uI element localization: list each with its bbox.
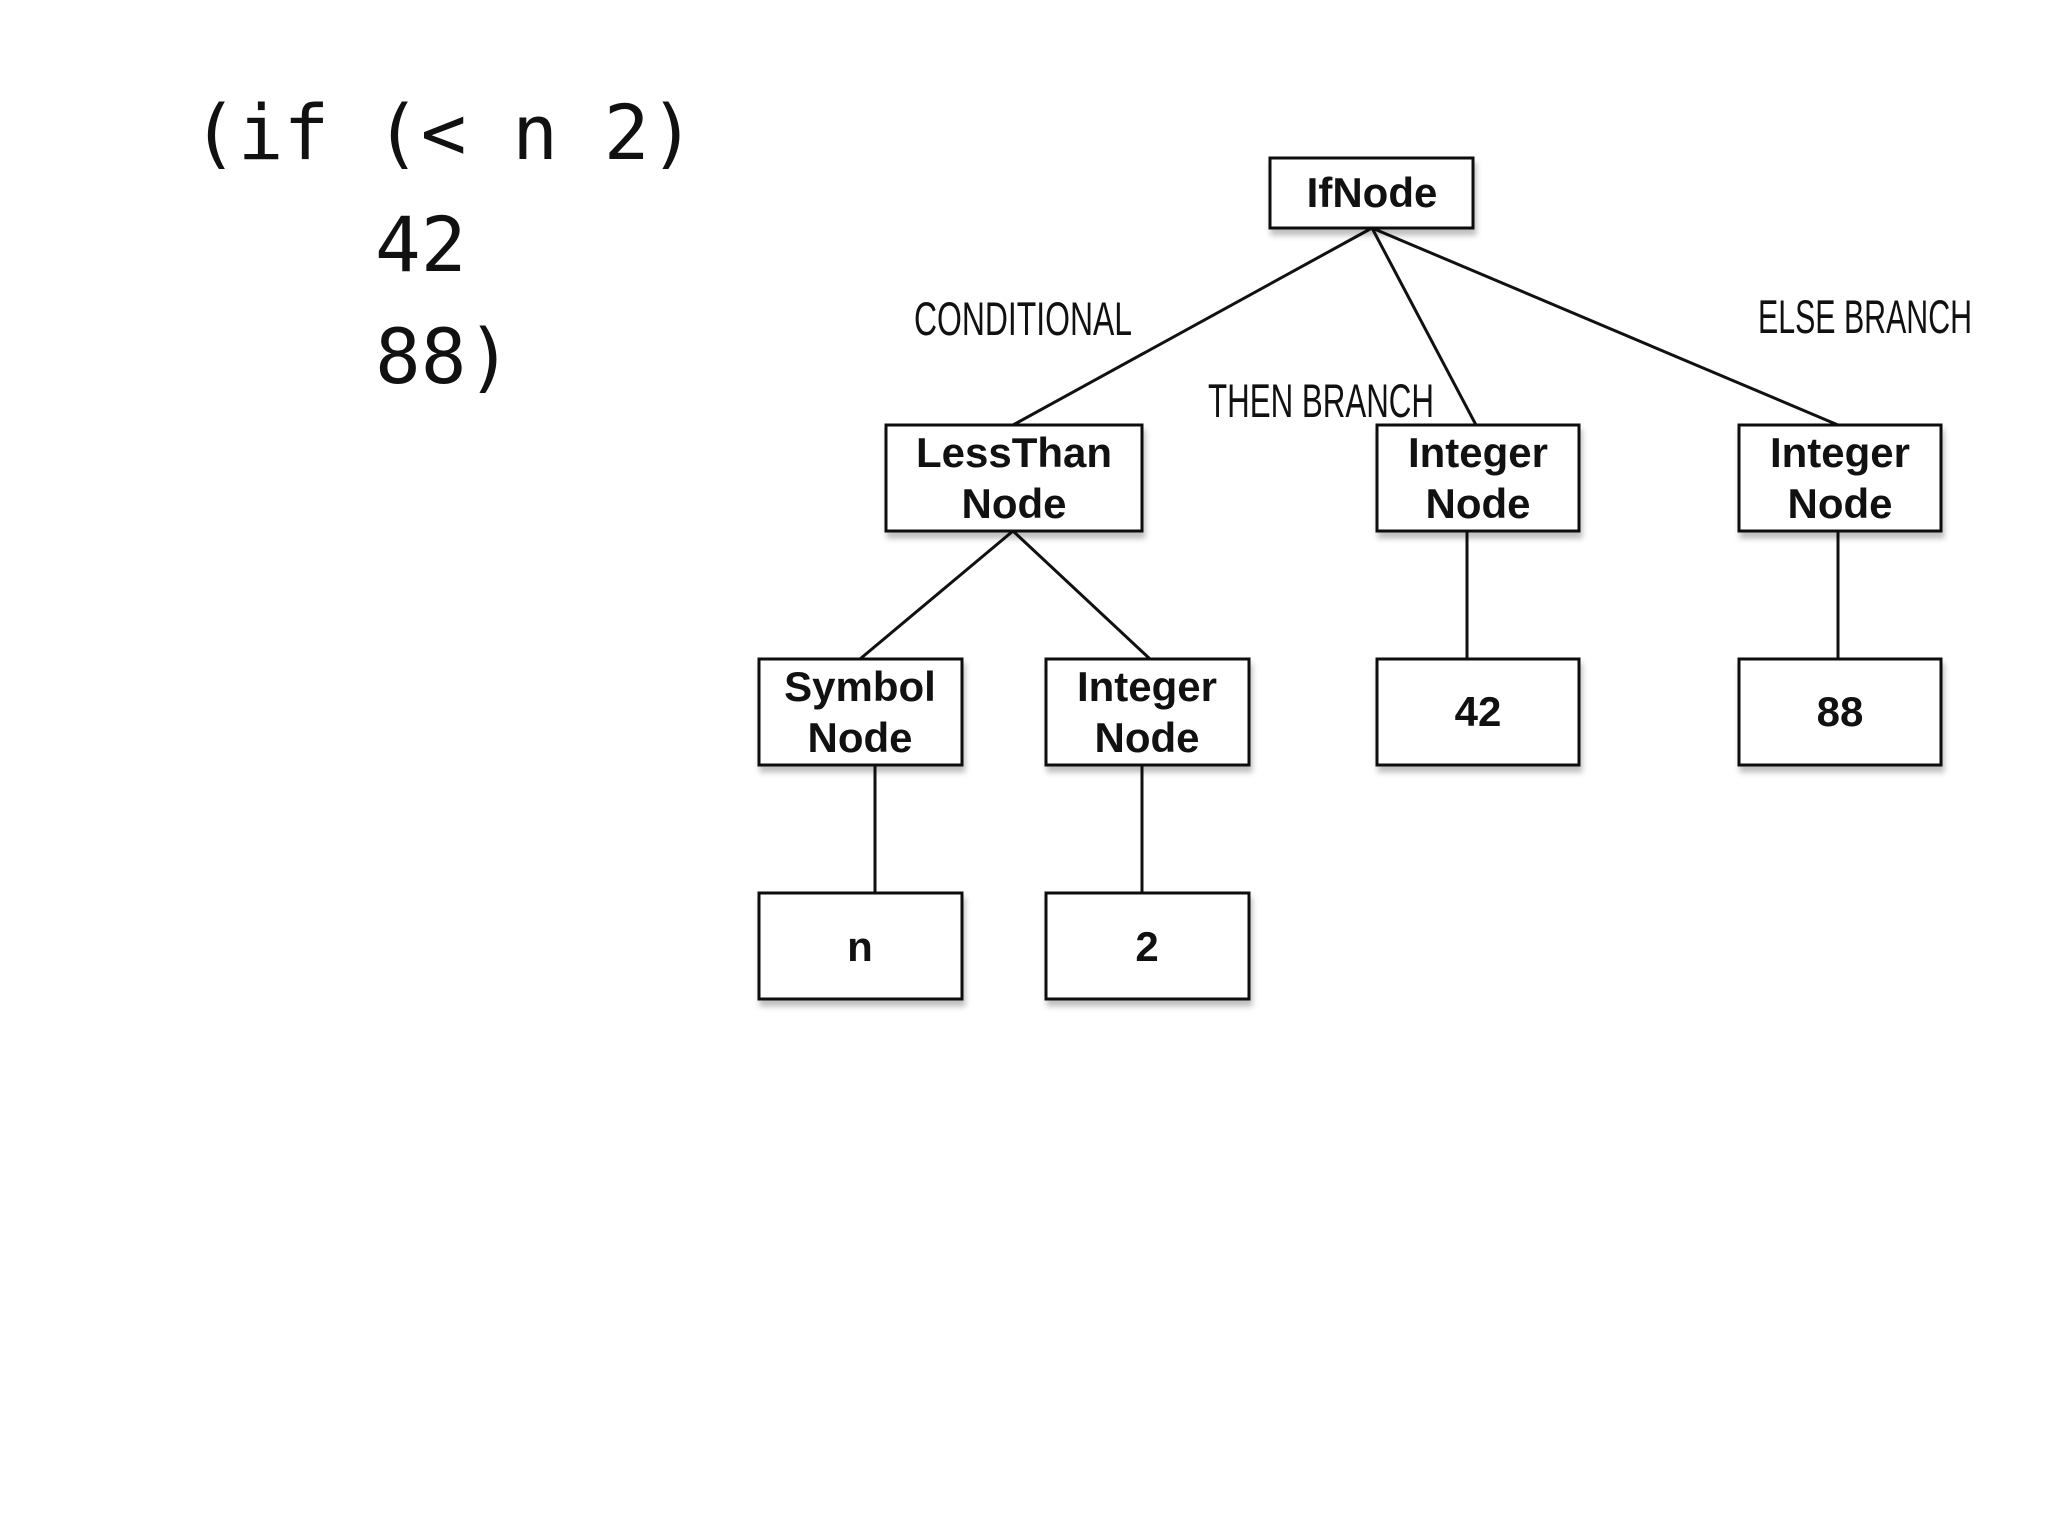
edge-lessthan-integer [1011,529,1152,661]
else-value-box [1737,657,1943,767]
if-node-label: IfNode [1307,169,1438,216]
edge-if-else [1371,226,1839,427]
symbol-node-box [757,657,964,767]
int-value-node: 2 [1044,891,1251,1001]
lessthan-node-label-2: Node [962,480,1067,527]
cond-integer-node-label-1: Integer [1077,663,1217,710]
symbol-value-node: n [757,891,964,1001]
code-line-3: 88) [192,312,513,401]
tree-edges [859,226,1840,893]
symbol-value-label: n [847,923,873,970]
else-integer-node-label-2: Node [1788,480,1893,527]
else-integer-node: Integer Node [1737,423,1943,533]
if-node-box [1268,156,1475,230]
symbol-node-label-2: Node [808,714,913,761]
code-line-2: 42 [192,200,467,289]
cond-integer-node: Integer Node [1044,657,1251,767]
else-integer-node-label-1: Integer [1770,429,1910,476]
lessthan-node: LessThan Node [884,423,1144,533]
code-line-1: (if (< n 2) [192,88,696,177]
else-value-node: 88 [1737,657,1943,767]
edge-lessthan-symbol [859,529,1014,661]
lessthan-node-box [884,423,1144,533]
then-integer-node: Integer Node [1375,423,1581,533]
edge-if-conditional [1012,226,1373,427]
symbol-value-box [757,891,964,1001]
if-node: IfNode [1268,156,1475,230]
symbol-node: Symbol Node [757,657,964,767]
edge-if-then [1370,227,1478,426]
else-value-label: 88 [1817,688,1864,735]
int-value-label: 2 [1135,923,1158,970]
symbol-node-label-1: Symbol [784,663,936,710]
then-value-node: 42 [1375,657,1581,767]
then-value-label: 42 [1455,688,1502,735]
then-integer-node-label-1: Integer [1408,429,1548,476]
then-integer-node-box [1375,423,1581,533]
else-branch-label: ELSE BRANCH [1758,290,1972,343]
int-value-box [1044,891,1251,1001]
then-integer-node-label-2: Node [1426,480,1531,527]
lessthan-node-label-1: LessThan [916,429,1112,476]
source-code: (if (< n 2) 42 88) [0,0,695,401]
then-branch-label: THEN BRANCH [1208,374,1434,427]
cond-integer-node-label-2: Node [1095,714,1200,761]
conditional-label: CONDITIONAL [914,292,1132,345]
else-integer-node-box [1737,423,1943,533]
cond-integer-node-box [1044,657,1251,767]
then-value-box [1375,657,1581,767]
